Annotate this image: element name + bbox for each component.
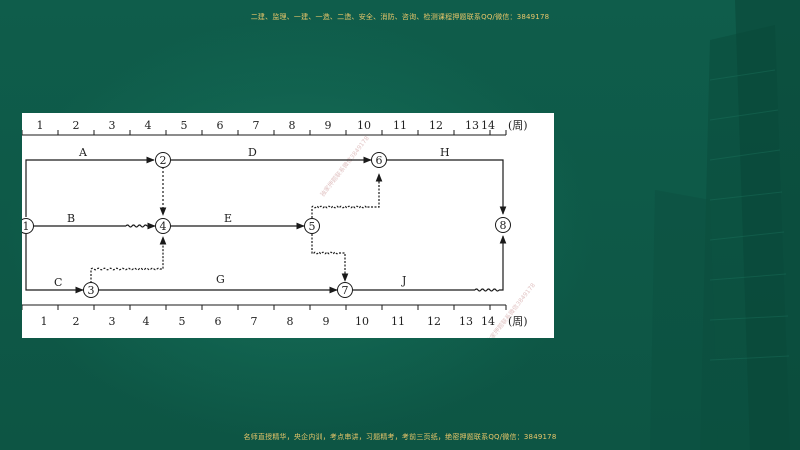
activity-h-arrow bbox=[387, 159, 507, 215]
tick-label: 10 bbox=[357, 119, 371, 132]
node-label-8: 8 bbox=[500, 219, 507, 232]
node-label-2: 2 bbox=[160, 154, 167, 167]
activity-b-free-float bbox=[125, 224, 148, 228]
activity-c-arrow bbox=[25, 234, 84, 294]
tick-label: 10 bbox=[355, 315, 369, 328]
tick-label: 6 bbox=[217, 119, 224, 132]
tick-label: 12 bbox=[429, 119, 443, 132]
tick-label: 7 bbox=[253, 119, 260, 132]
bottom-contact-note: 名师直授精华，央企内训，考点串讲，习题精考，考前三页纸，绝密押题联系QQ/微信：… bbox=[243, 433, 557, 441]
tick-label: 4 bbox=[143, 315, 150, 328]
network-arrows bbox=[25, 156, 507, 294]
node-labels: 1 2 3 4 5 6 7 8 bbox=[23, 154, 507, 297]
tick-label: 1 bbox=[37, 119, 44, 132]
tick-label: 3 bbox=[109, 315, 116, 328]
tick-label: 13 bbox=[459, 315, 473, 328]
activity-label-e: E bbox=[224, 212, 232, 225]
dummy-5-6-arrow bbox=[311, 173, 383, 218]
node-label-3: 3 bbox=[88, 284, 95, 297]
node-label-4: 4 bbox=[160, 220, 167, 233]
bottom-time-scale bbox=[22, 304, 507, 310]
unit-label: (周) bbox=[508, 119, 528, 132]
tick-label: 14 bbox=[481, 315, 495, 328]
tick-label: 2 bbox=[73, 315, 80, 328]
node-1-circle bbox=[22, 218, 34, 234]
top-time-scale bbox=[22, 130, 507, 136]
activity-label-a: A bbox=[78, 146, 88, 159]
tick-label: 5 bbox=[179, 315, 186, 328]
node-label-6: 6 bbox=[376, 154, 383, 167]
tick-label: 1 bbox=[41, 315, 48, 328]
activity-j-tail bbox=[499, 235, 507, 291]
bottom-tick-labels: 1 2 3 4 5 6 7 8 9 10 11 12 13 14 (周) bbox=[41, 315, 528, 328]
node-label-1: 1 bbox=[23, 220, 30, 233]
activity-label-d: D bbox=[248, 146, 257, 159]
node-8-circle bbox=[495, 217, 511, 233]
unit-label: (周) bbox=[508, 315, 528, 328]
tick-label: 13 bbox=[465, 119, 479, 132]
network-diagram-panel: 独家押题联系微信3849178 独家押题联系微信3849178 1 2 3 4 bbox=[22, 113, 554, 338]
activity-label-g: G bbox=[216, 273, 225, 286]
node-4-circle bbox=[155, 218, 171, 234]
diagonal-watermark: 独家押题联系微信3849178 bbox=[485, 281, 537, 338]
node-7-circle bbox=[337, 282, 353, 298]
node-2-circle bbox=[155, 152, 171, 168]
tick-label: 6 bbox=[215, 315, 222, 328]
activity-labels: A B C D E G H J bbox=[54, 146, 450, 289]
node-label-5: 5 bbox=[309, 220, 316, 233]
node-3-circle bbox=[83, 282, 99, 298]
tick-label: 14 bbox=[481, 119, 495, 132]
activity-label-j: J bbox=[401, 274, 406, 287]
top-contact-note: 二建、监理、一建、一造、二造、安全、消防、咨询、检测课程押题联系QQ/微信：38… bbox=[250, 13, 550, 21]
dummy-5-7-arrow bbox=[311, 234, 349, 282]
activity-label-h: H bbox=[440, 146, 450, 159]
tick-label: 4 bbox=[145, 119, 152, 132]
time-scaled-network-diagram: 独家押题联系微信3849178 独家押题联系微信3849178 1 2 3 4 bbox=[22, 119, 537, 338]
tick-label: 11 bbox=[393, 119, 407, 132]
tick-label: 8 bbox=[287, 315, 294, 328]
node-6-circle bbox=[371, 152, 387, 168]
top-tick-labels: 1 2 3 4 5 6 7 8 9 10 11 12 13 14 (周) bbox=[37, 119, 528, 132]
tick-label: 5 bbox=[181, 119, 188, 132]
tick-label: 9 bbox=[325, 119, 332, 132]
activity-j-free-float bbox=[474, 288, 500, 292]
activity-a-arrow bbox=[25, 156, 155, 217]
building-silhouette bbox=[650, 0, 800, 450]
tick-label: 3 bbox=[109, 119, 116, 132]
tick-label: 12 bbox=[427, 315, 441, 328]
activity-label-b: B bbox=[67, 212, 75, 225]
tick-label: 2 bbox=[73, 119, 80, 132]
tick-label: 8 bbox=[289, 119, 296, 132]
activity-label-c: C bbox=[54, 276, 62, 289]
diagonal-watermark: 独家押题联系微信3849178 bbox=[319, 134, 371, 198]
network-nodes bbox=[22, 152, 511, 298]
tick-label: 7 bbox=[251, 315, 258, 328]
tick-label: 9 bbox=[323, 315, 330, 328]
node-5-circle bbox=[304, 218, 320, 234]
tick-label: 11 bbox=[391, 315, 405, 328]
node-label-7: 7 bbox=[342, 284, 349, 297]
dummy-3-4-arrow bbox=[90, 236, 167, 283]
